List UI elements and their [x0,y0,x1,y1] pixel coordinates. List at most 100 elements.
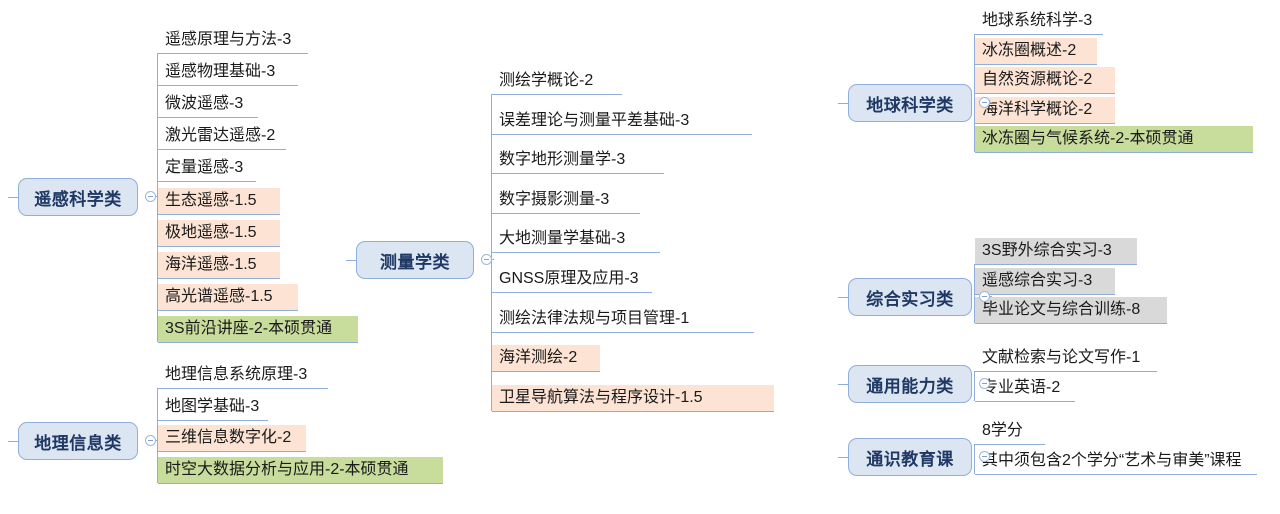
collapse-toggle-icon[interactable] [979,451,990,462]
leaf-item[interactable]: 海洋遥感-1.5 [158,251,280,278]
leaf-item[interactable]: 专业英语-2 [982,378,1061,396]
toggle-connector [990,102,992,103]
leaf-item[interactable]: 三维信息数字化-2 [158,425,306,451]
branch-node-comprehensive-practice[interactable]: 综合实习类 [848,278,972,316]
leaf-underline [975,323,1167,324]
leaf-underline [158,451,306,452]
leaf-item[interactable]: 生态遥感-1.5 [158,187,280,214]
collapse-toggle-icon[interactable] [979,378,990,389]
leaf-underline [975,122,1115,124]
branch-stub [838,297,848,298]
leaf-underline [975,400,1075,402]
branch-spine [974,264,975,323]
leaf-item[interactable]: 3S前沿讲座-2-本硕贯通 [158,315,358,342]
leaf-underline [158,149,286,151]
leaf-underline [492,252,660,254]
branch-spine [157,53,158,342]
leaf-item[interactable]: 其中须包含2个学分“艺术与审美”课程 [982,451,1242,469]
leaf-underline [158,341,358,343]
leaf-underline [975,473,1257,475]
leaf-underline [158,85,298,87]
leaf-item[interactable]: 海洋科学概论-2 [975,96,1115,123]
leaf-item[interactable]: 自然资源概论-2 [975,67,1115,93]
leaf-underline [492,331,754,333]
leaf-item[interactable]: 测绘法律法规与项目管理-1 [499,309,690,327]
leaf-item[interactable]: 微波遥感-3 [165,95,244,113]
leaf-underline [492,212,640,214]
branch-node-general-ability[interactable]: 通用能力类 [848,365,972,403]
leaf-underline [975,371,1157,372]
leaf-item[interactable]: 极地遥感-1.5 [158,219,280,246]
branch-node-surveying[interactable]: 测量学类 [356,241,474,279]
leaf-item[interactable]: 海洋测绘-2 [492,345,600,372]
leaf-item[interactable]: GNSS原理及应用-3 [499,270,639,287]
leaf-item[interactable]: 大地测量学基础-3 [499,230,626,248]
leaf-item[interactable]: 激光雷达遥感-2 [165,127,276,145]
collapse-toggle-icon[interactable] [481,254,492,265]
leaf-item[interactable]: 误差理论与测量平差基础-3 [499,111,690,129]
branch-spine [974,371,975,401]
leaf-item[interactable]: 遥感原理与方法-3 [165,31,292,48]
toggle-connector [156,440,158,441]
leaf-item[interactable]: 毕业论文与综合训练-8 [975,297,1167,323]
branch-spine [974,444,975,474]
leaf-item[interactable]: 8学分 [982,422,1023,439]
leaf-item[interactable]: 冰冻圈概述-2 [975,37,1097,64]
branch-stub [346,260,356,261]
collapse-toggle-icon[interactable] [145,191,156,202]
branch-stub [8,197,18,198]
leaf-underline [492,292,652,293]
leaf-underline [158,181,256,183]
leaf-item[interactable]: 3S野外综合实习-3 [975,238,1137,264]
leaf-underline [975,444,1045,445]
branch-node-remote-sensing[interactable]: 遥感科学类 [18,178,138,216]
leaf-underline [492,410,774,412]
leaf-underline [975,63,1097,65]
branch-stub [838,457,848,458]
leaf-item[interactable]: 数字摄影测量-3 [499,190,610,208]
leaf-underline [975,152,1253,153]
leaf-item[interactable]: 地图学基础-3 [165,397,260,415]
leaf-item[interactable]: 遥感物理基础-3 [165,63,276,81]
leaf-item[interactable]: 数字地形测量学-3 [499,151,626,169]
collapse-toggle-icon[interactable] [979,97,990,108]
leaf-underline [158,117,258,119]
leaf-underline [158,245,280,247]
leaf-underline [975,34,1103,35]
branch-stub [838,384,848,385]
leaf-underline [158,419,268,421]
branch-stub [8,441,18,442]
toggle-connector [990,383,992,384]
leaf-item[interactable]: 卫星导航算法与程序设计-1.5 [492,384,774,411]
leaf-item[interactable]: 遥感综合实习-3 [975,267,1115,294]
branch-node-general-education[interactable]: 通识教育课 [848,438,972,476]
leaf-underline [158,277,280,279]
leaf-item[interactable]: 冰冻圈与气候系统-2-本硕贯通 [975,126,1253,152]
leaf-item[interactable]: 测绘学概论-2 [499,72,594,89]
leaf-underline [158,388,328,389]
leaf-item[interactable]: 地球系统科学-3 [982,12,1093,29]
leaf-underline [492,94,622,95]
leaf-item[interactable]: 时空大数据分析与应用-2-本硕贯通 [158,456,443,483]
leaf-item[interactable]: 文献检索与论文写作-1 [982,349,1141,366]
toggle-connector [990,296,992,297]
leaf-item[interactable]: 高光谱遥感-1.5 [158,283,298,310]
leaf-item[interactable]: 地理信息系统原理-3 [165,366,308,383]
toggle-connector [156,196,158,197]
leaf-underline [975,93,1115,94]
branch-node-earth-science[interactable]: 地球科学类 [848,84,972,122]
branch-spine [491,94,492,411]
leaf-item[interactable]: 定量遥感-3 [165,159,244,177]
toggle-connector [990,456,992,457]
leaf-underline [492,133,752,135]
leaf-underline [158,213,280,215]
branch-spine [974,34,975,152]
collapse-toggle-icon[interactable] [979,291,990,302]
leaf-underline [975,264,1137,265]
branch-node-geographic-information[interactable]: 地理信息类 [18,422,138,460]
leaf-underline [158,309,298,311]
collapse-toggle-icon[interactable] [145,435,156,446]
toggle-connector [492,259,494,260]
leaf-underline [975,293,1115,295]
